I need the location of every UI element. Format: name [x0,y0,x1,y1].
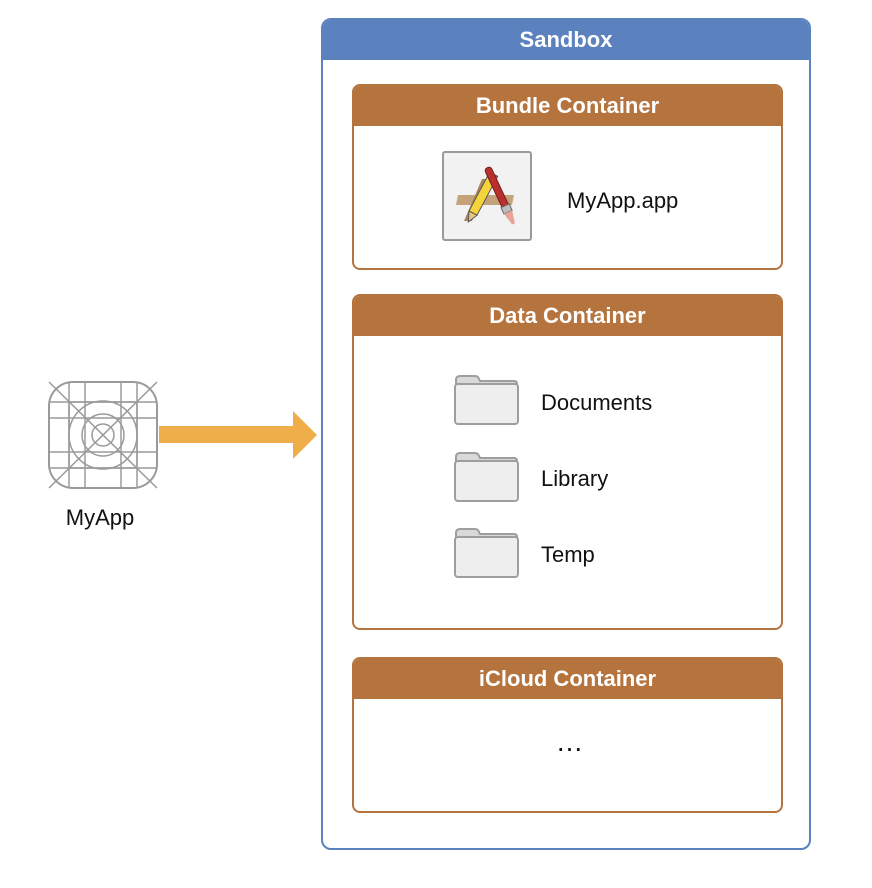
data-container-title: Data Container [354,296,781,336]
app-bundle-label: MyApp.app [567,188,679,213]
sandbox-title: Sandbox [323,20,809,60]
folder-icon [454,375,519,425]
app-label: MyApp [65,505,135,530]
icloud-container-title: iCloud Container [354,659,781,699]
icloud-container: iCloud Container [352,657,783,813]
folder-label-temp: Temp [541,542,595,567]
data-container: Data Container [352,294,783,630]
bundle-container-title: Bundle Container [354,86,781,126]
folder-icon [454,452,519,502]
folder-icon [454,528,519,578]
folder-label-library: Library [541,466,609,491]
app-template-icon [48,381,158,489]
icloud-placeholder: ... [556,726,584,757]
folder-label-documents: Documents [541,390,653,415]
arrow-right-icon [159,411,317,459]
bundle-container: Bundle Container [352,84,783,270]
xcode-app-icon [442,151,532,241]
